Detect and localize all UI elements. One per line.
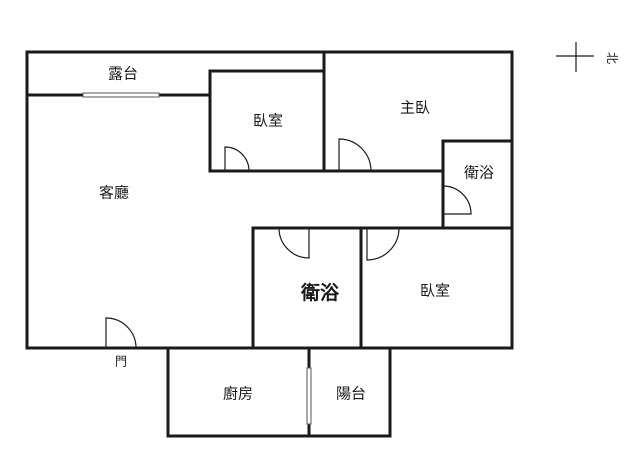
bath-small-label: 衛浴: [464, 164, 494, 182]
bath-small-door: [442, 185, 472, 215]
bedroom1-label: 臥室: [253, 112, 283, 130]
living-room-label: 客廳: [99, 184, 129, 202]
windows: [82, 92, 312, 425]
north-label: 北: [605, 52, 619, 64]
terrace-label: 露台: [108, 65, 138, 83]
master-bedroom-label: 主臥: [400, 99, 430, 117]
outer-wall: [25, 50, 514, 438]
bedroom2-door: [366, 227, 400, 261]
doors: [105, 138, 472, 349]
entrance-door: [105, 317, 137, 349]
bath-small-wall: [441, 139, 514, 173]
balcony-label: 陽台: [336, 385, 366, 403]
room-labels: 露台 客廳 臥室 主臥 衛浴 衛浴 臥室 廚房 陽台 門: [99, 65, 494, 403]
balcony-sliding-door: [306, 367, 312, 425]
bedroom2-label: 臥室: [420, 282, 450, 300]
kitchen-label: 廚房: [223, 385, 253, 403]
entrance-label: 門: [115, 355, 127, 369]
master-door: [338, 138, 372, 172]
north-arrow: 北: [556, 42, 619, 72]
terrace-sliding-door: [82, 92, 160, 98]
bedroom1-door: [224, 146, 250, 172]
bath-main-door: [278, 227, 310, 259]
walls: [25, 50, 514, 438]
bath-main-label: 衛浴: [300, 281, 340, 304]
